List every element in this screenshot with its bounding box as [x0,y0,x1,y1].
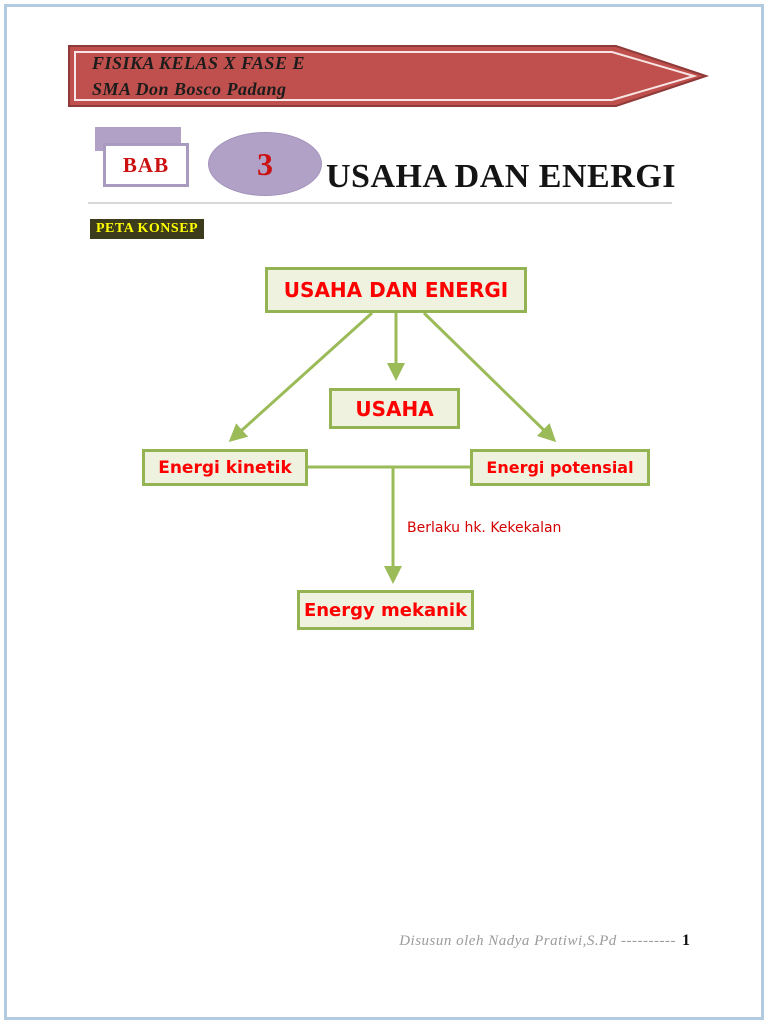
chapter-number: 3 [208,132,322,196]
course-title: FISIKA KELAS X FASE E [92,53,305,73]
banner-arrow-shape [68,45,710,107]
section-label: PETA KONSEP [90,219,205,239]
node-energi-kinetik: Energi kinetik [142,449,308,486]
bab-label: BAB [103,143,189,187]
title-divider [88,202,672,204]
node-usaha-dan-energi: USAHA DAN ENERGI [265,267,527,313]
chapter-title: USAHA DAN ENERGI [326,158,676,195]
page-number: 1 [682,932,690,949]
page-footer: Disusun oleh Nadya Pratiwi,S.Pd --------… [399,932,690,950]
node-energi-potensial: Energi potensial [470,449,650,486]
school-header: FISIKA KELAS X FASE E SMA Don Bosco Pada… [92,50,305,102]
school-name: SMA Don Bosco Padang [92,79,287,99]
node-usaha: USAHA [329,388,460,429]
conservation-law-annotation: Berlaku hk. Kekekalan [407,520,562,536]
header-banner: FISIKA KELAS X FASE E SMA Don Bosco Pada… [68,40,710,112]
author-credit: Disusun oleh Nadya Pratiwi,S.Pd --------… [399,933,676,949]
node-energy-mekanik: Energy mekanik [297,590,474,630]
